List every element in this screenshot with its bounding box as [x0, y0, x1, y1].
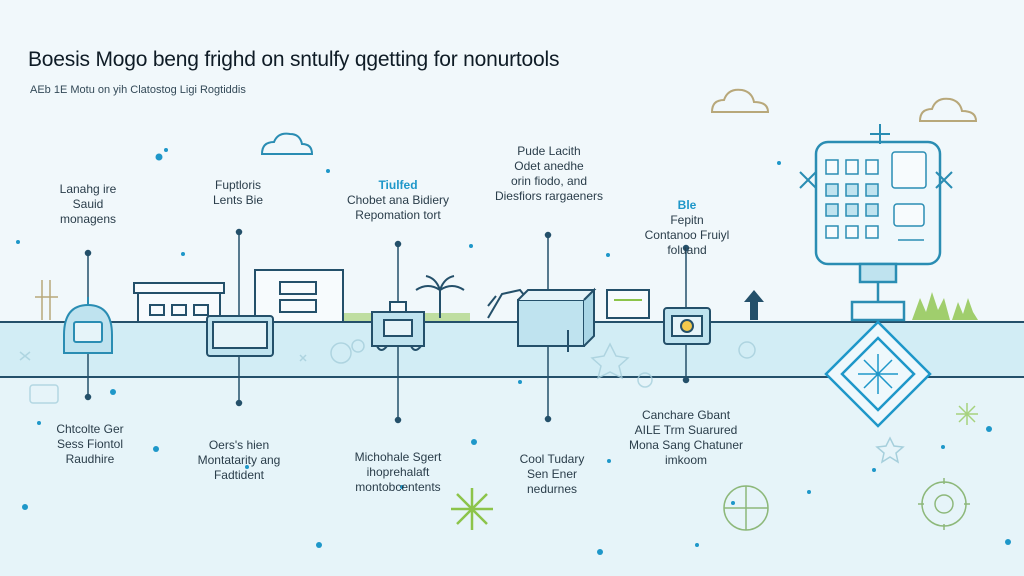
router-icon	[663, 307, 711, 345]
cloud-icon	[260, 132, 314, 155]
circuit-diamond-icon	[824, 320, 932, 428]
decorative-flower-icon	[799, 124, 953, 189]
starburst-icon	[956, 403, 978, 425]
monitor-icon	[206, 315, 274, 357]
node-label-bottom-3: Michohale Sgert ihoprehalaft montobcente…	[354, 450, 442, 494]
building-icon	[133, 282, 225, 323]
node-label-top-4: Pude Lacith Odet anedhe orin fiodo, and …	[494, 144, 604, 203]
signal-post-icon	[35, 280, 58, 320]
grass-icon	[912, 292, 978, 320]
server-box-icon	[517, 287, 597, 352]
gear-icon	[918, 478, 970, 530]
screen-icon	[606, 289, 650, 319]
page-title: Boesis Mogo beng frighd on sntulfy qgett…	[28, 48, 560, 71]
node-label-bottom-2: Oers's hien Montatarity ang Fadtident	[197, 438, 281, 482]
lower-water	[0, 377, 1024, 576]
dashboard-panel-icon	[814, 140, 942, 266]
node-label-bottom-1: Chtcolte Ger Sess Fiontol Raudhire	[56, 422, 124, 466]
sensor-pod-icon	[63, 297, 113, 354]
node-label-top-5: Ble Fepitn Contanoo Fruiyl foluand	[644, 198, 730, 257]
decorative-star	[875, 436, 905, 464]
node-label-top-3: Tiulfed Chobet ana Bidiery Repomation to…	[346, 178, 450, 222]
dashboard-stand	[850, 262, 906, 322]
node-label-bottom-4: Cool Tudary Sen Ener nedurnes	[519, 452, 585, 496]
compass-icon	[723, 485, 769, 531]
starburst-icon	[451, 488, 493, 530]
water-decorations	[19, 339, 756, 404]
decorative-dots	[16, 148, 1011, 555]
building-icon	[254, 269, 344, 323]
camera-device-icon	[371, 301, 425, 351]
page-subtitle: AEb 1E Motu on yih Clatostog Ligi Rogtid…	[30, 84, 246, 96]
up-arrow-icon	[744, 290, 764, 320]
cloud-icon	[710, 88, 978, 122]
node-label-top-2: Fuptloris Lents Bie	[212, 178, 264, 207]
palm-tree-icon	[415, 275, 465, 318]
node-label-bottom-5: Canchare Gbant AILE Trm Suarured Mona Sa…	[628, 408, 744, 467]
node-label-top-1: Lanahg ire Sauid monagens	[59, 182, 117, 226]
